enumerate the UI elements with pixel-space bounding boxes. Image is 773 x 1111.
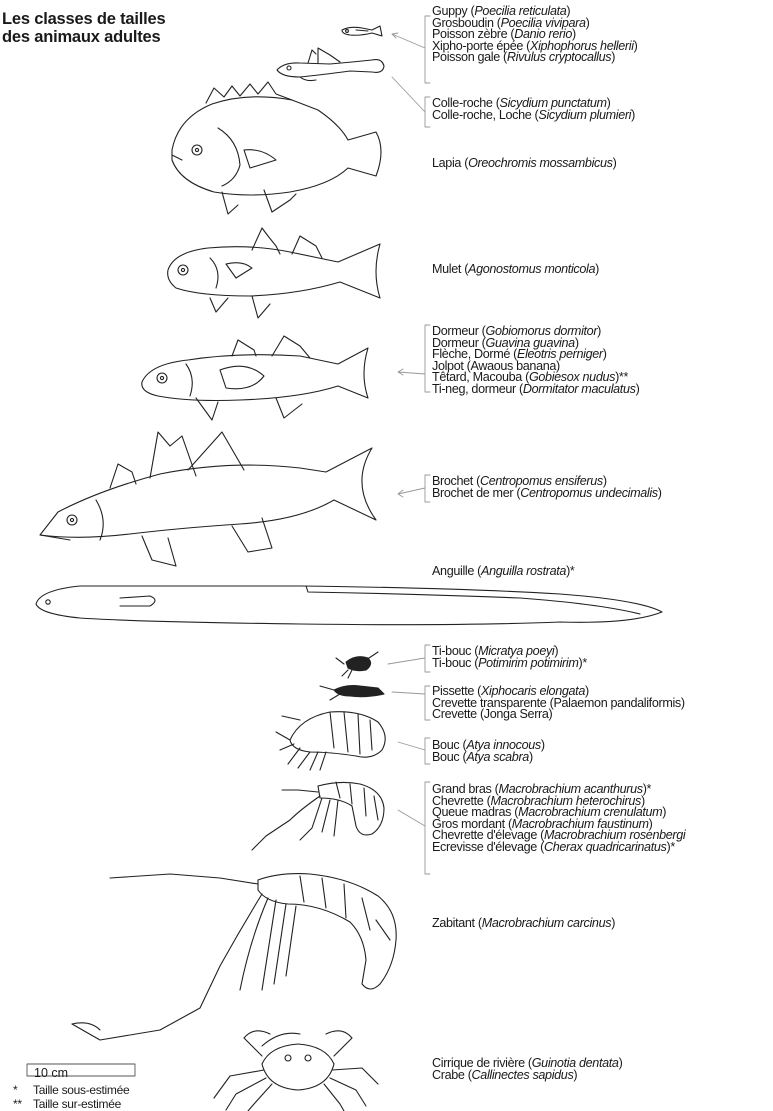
label-text: ) [613, 156, 617, 170]
label-text: Ecrevisse d'élevage ( [432, 840, 544, 854]
label-text: ) [619, 1056, 623, 1070]
species-group-g12: Zabitant (Macrobrachium carcinus) [432, 918, 615, 930]
zabitant-drawing [72, 874, 396, 1040]
scientific-name: Macrobrachium carcinus [482, 916, 611, 930]
footnote-mark: * [13, 1084, 33, 1096]
label-text: Poisson gale ( [432, 50, 507, 64]
label-text: ) [573, 1068, 577, 1082]
species-label: Crevette (Jonga Serra) [432, 709, 685, 721]
species-group-g2: Colle-roche (Sicydium punctatum)Colle-ro… [432, 98, 635, 121]
species-group-g3: Lapia (Oreochromis mossambicus) [432, 158, 616, 170]
species-label: Mulet (Agonostomus monticola) [432, 264, 599, 276]
species-group-g1: Guppy (Poecilia reticulata)Grosboudin (P… [432, 6, 638, 64]
species-group-g10: Bouc (Atya innocous)Bouc (Atya scabra) [432, 740, 545, 763]
label-text: ) [529, 750, 533, 764]
label-text: Zabitant ( [432, 916, 482, 930]
species-label: Ecrevisse d'élevage (Cherax quadricarina… [432, 842, 685, 854]
scientific-name: Dormitator maculatus [523, 382, 636, 396]
species-group-g4: Mulet (Agonostomus monticola) [432, 264, 599, 276]
label-text: ) [658, 486, 662, 500]
eel-drawing [36, 586, 662, 625]
mulet-drawing [168, 228, 380, 318]
species-label: Brochet de mer (Centropomus undecimalis) [432, 488, 662, 500]
scientific-name: Centropomus undecimalis [520, 486, 658, 500]
pissette-drawing [320, 686, 384, 701]
scientific-name: Rivulus cryptocallus [507, 50, 611, 64]
species-label: Crabe (Callinectes sapidus) [432, 1070, 622, 1082]
species-group-g13: Cirrique de rivière (Guinotia dentata)Cr… [432, 1058, 622, 1081]
label-text: )* [578, 656, 586, 670]
footnote-text: Taille sous-estimée [33, 1083, 129, 1097]
tilapia-drawing [172, 82, 381, 214]
species-label: Zabitant (Macrobrachium carcinus) [432, 918, 615, 930]
scientific-name: Cherax quadricarinatus [544, 840, 667, 854]
label-text: Crevette (Jonga Serra) [432, 707, 552, 721]
label-text: Ti-bouc ( [432, 656, 478, 670]
label-text: ) [586, 16, 590, 30]
label-text: ) [603, 347, 607, 361]
species-label: Bouc (Atya scabra) [432, 752, 545, 764]
scientific-name: Atya scabra [466, 750, 529, 764]
brochet-drawing [40, 432, 376, 566]
label-text: Mulet ( [432, 262, 468, 276]
scientific-name: Anguilla rostrata [481, 564, 566, 578]
label-text: ) [597, 324, 601, 338]
scientific-name: Sicydium plumieri [538, 108, 631, 122]
label-text: ) [662, 805, 666, 819]
label-text: ) [541, 738, 545, 752]
footnote-overestimated: **Taille sur-estimée [13, 1098, 121, 1110]
dormeur-drawing [142, 336, 368, 420]
species-group-g6: Brochet (Centropomus ensiferus)Brochet d… [432, 476, 662, 499]
label-text: Anguille ( [432, 564, 481, 578]
species-label: Ti-bouc (Potimirim potimirim)* [432, 658, 587, 670]
label-text: Lapia ( [432, 156, 468, 170]
species-group-g11: Grand bras (Macrobrachium acanthurus)*Ch… [432, 784, 685, 854]
scientific-name: Callinectes sapidus [472, 1068, 574, 1082]
species-label: Poisson gale (Rivulus cryptocallus) [432, 52, 638, 64]
label-text: Bouc ( [432, 750, 466, 764]
species-group-g8: Ti-bouc (Micratya poeyi)Ti-bouc (Potimir… [432, 646, 587, 669]
species-group-g7: Anguille (Anguilla rostrata)* [432, 566, 574, 578]
footnote-text: Taille sur-estimée [33, 1097, 121, 1111]
label-text: ) [634, 39, 638, 53]
label-text: ) [595, 262, 599, 276]
species-label: Colle-roche, Loche (Sicydium plumieri) [432, 110, 635, 122]
label-text: ) [631, 108, 635, 122]
species-group-g9: Pissette (Xiphocaris elongata)Crevette t… [432, 686, 685, 721]
scale-label: 10 cm [34, 1066, 68, 1080]
scientific-name: Potimirim potimirim [478, 656, 578, 670]
grand-bras-drawing [252, 782, 384, 850]
species-group-g5: Dormeur (Gobiomorus dormitor)Dormeur (Gu… [432, 326, 639, 396]
label-text: ) [611, 50, 615, 64]
label-text: Brochet de mer ( [432, 486, 520, 500]
footnote-mark: ** [13, 1098, 33, 1110]
goby-drawing [277, 48, 384, 81]
ti-bouc-drawing [336, 652, 378, 678]
label-text: Ti-neg, dormeur ( [432, 382, 523, 396]
guppy-drawing [342, 26, 382, 36]
label-text: Colle-roche, Loche ( [432, 108, 538, 122]
footnote-underestimated: *Taille sous-estimée [13, 1084, 129, 1096]
label-text: ) [636, 382, 640, 396]
atya-drawing [276, 712, 385, 770]
scientific-name: Oreochromis mossambicus [468, 156, 613, 170]
species-label: Anguille (Anguilla rostrata)* [432, 566, 574, 578]
label-text: )* [666, 840, 674, 854]
species-label: Ti-neg, dormeur (Dormitator maculatus) [432, 384, 639, 396]
scientific-name: Agonostomus monticola [468, 262, 595, 276]
label-text: Crabe ( [432, 1068, 472, 1082]
crab-drawing [214, 1031, 378, 1111]
species-label: Lapia (Oreochromis mossambicus) [432, 158, 616, 170]
label-text: ) [611, 916, 615, 930]
label-text: )* [566, 564, 574, 578]
